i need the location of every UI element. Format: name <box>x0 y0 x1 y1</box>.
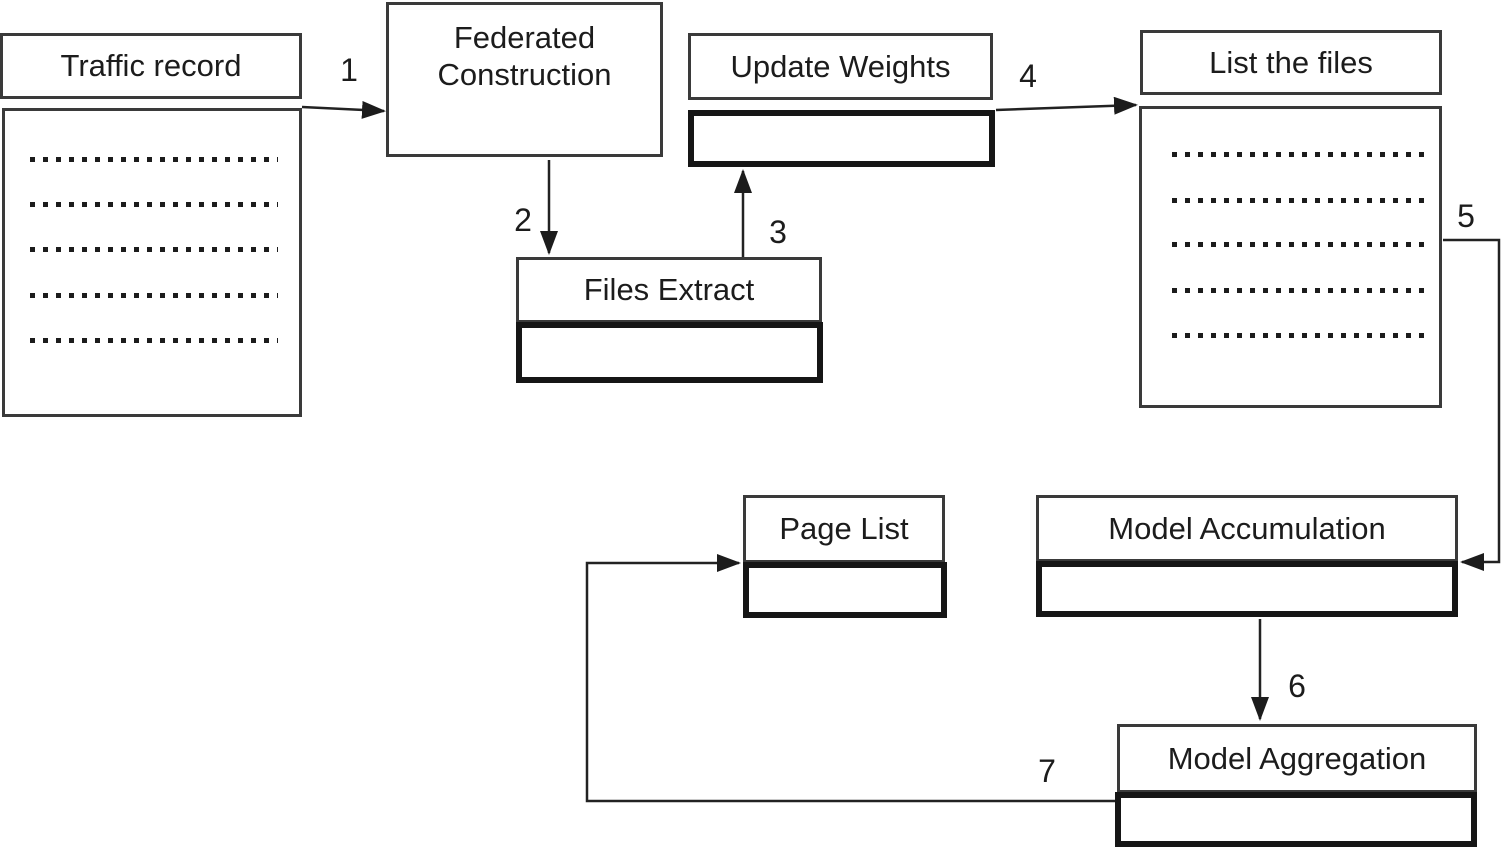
arrow-step-1 <box>301 100 386 119</box>
node-files-extract-title: Files Extract <box>516 257 822 323</box>
dotted-line <box>30 247 278 252</box>
edge-label-4: 4 <box>1019 58 1037 94</box>
node-update-weights-subbox <box>688 110 995 167</box>
node-model-aggregation-title: Model Aggregation <box>1117 724 1477 793</box>
dotted-line <box>1172 333 1424 338</box>
dotted-line <box>30 293 278 298</box>
dotted-line <box>30 202 278 207</box>
node-model-accumulation-subbox <box>1036 561 1458 617</box>
node-model-accumulation-title: Model Accumulation <box>1036 495 1458 562</box>
edge-label-6: 6 <box>1288 668 1306 704</box>
edge-label-7: 7 <box>1038 753 1056 789</box>
dotted-line <box>1172 152 1424 157</box>
node-federated-construction: Federated Construction <box>386 2 663 157</box>
node-page-list-subbox <box>743 562 947 618</box>
node-model-aggregation-subbox <box>1115 792 1477 847</box>
edge-label-1: 1 <box>340 52 358 88</box>
node-traffic-record-body <box>2 108 302 417</box>
node-list-the-files-body <box>1139 106 1442 408</box>
dotted-line <box>1172 242 1424 247</box>
node-traffic-record-title: Traffic record <box>0 33 302 99</box>
node-files-extract-subbox <box>516 322 823 383</box>
node-list-the-files-title: List the files <box>1140 30 1442 95</box>
edge-label-5: 5 <box>1457 198 1475 234</box>
edge-label-2: 2 <box>514 202 532 238</box>
dotted-line <box>1172 288 1424 293</box>
edge-label-3: 3 <box>769 214 787 250</box>
node-update-weights-title: Update Weights <box>688 33 993 100</box>
dotted-line <box>30 157 278 162</box>
dotted-line <box>1172 198 1424 203</box>
node-page-list-title: Page List <box>743 495 945 563</box>
arrow-step-4 <box>995 96 1138 115</box>
dotted-line <box>30 338 278 343</box>
